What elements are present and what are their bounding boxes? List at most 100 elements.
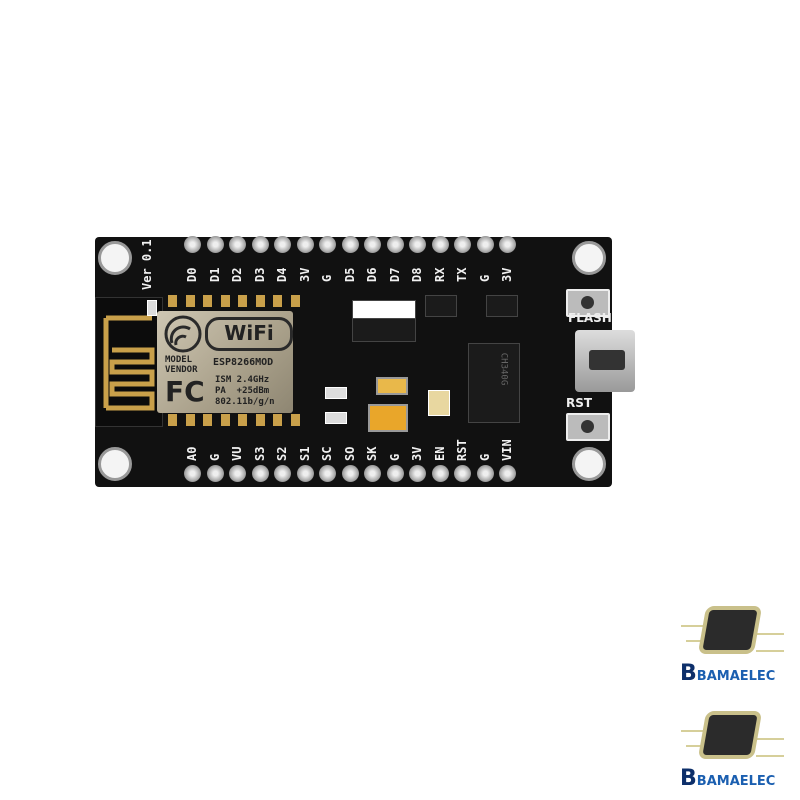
header-pin (454, 465, 471, 482)
pin-label-rst: RST (455, 439, 469, 461)
mounting-hole (572, 241, 606, 275)
brand-text: BAMAELEC (696, 774, 776, 789)
header-pin (319, 236, 336, 253)
pin-label-tx: TX (455, 267, 469, 282)
micro-usb-port (575, 330, 635, 392)
header-pin (229, 465, 246, 482)
flash-label: FLASH (568, 311, 612, 325)
pin-label-g: G (387, 453, 402, 461)
header-pin (274, 465, 291, 482)
chip-icon (702, 610, 758, 650)
reset-button[interactable] (566, 413, 610, 441)
header-pin (251, 236, 269, 253)
pin-label-3v: 3V (410, 446, 424, 461)
resistor (325, 387, 347, 399)
pin-label-d1: D1 (207, 267, 222, 282)
watermark-logo: BBAMAELEC (676, 595, 790, 690)
brand-text: BAMAELEC (696, 669, 776, 684)
pin-label-d0: D0 (185, 267, 199, 282)
header-pin (431, 465, 449, 482)
header-pin (184, 465, 201, 482)
header-pin (499, 465, 516, 482)
header-pin (409, 236, 426, 253)
pin-label-rx: RX (432, 267, 447, 282)
module-pad (273, 295, 282, 307)
header-pin (431, 236, 449, 253)
header-pin (409, 465, 426, 482)
pin-label-3v: 3V (500, 267, 514, 282)
pin-label-d5: D5 (342, 267, 357, 282)
tantalum-capacitor (376, 377, 408, 395)
header-pin (251, 465, 269, 482)
module-pad (168, 414, 177, 426)
spec-standard: 802.11b/g/n (215, 397, 275, 407)
pin-label-en: EN (432, 446, 447, 461)
header-pin (499, 236, 516, 253)
pin-label-d6: D6 (365, 267, 379, 282)
pin-label-d7: D7 (387, 267, 402, 282)
module-pad (238, 295, 247, 307)
module-pad (220, 414, 230, 426)
pin-label-d2: D2 (230, 267, 244, 282)
watermark-logo: BBAMAELEC (676, 700, 790, 795)
chip-label: CH340G (498, 352, 509, 386)
mounting-hole (98, 241, 132, 275)
version-label: Ver 0.1 (140, 239, 154, 290)
header-pin (206, 236, 224, 253)
header-pin (184, 236, 201, 253)
spec-power: PA +25dBm (215, 386, 270, 396)
led (147, 300, 157, 316)
pin-label-g: G (477, 453, 492, 461)
rst-label: RST (566, 396, 593, 410)
pin-label-d3: D3 (252, 267, 267, 282)
header-pin (386, 465, 404, 482)
pin-label-s3: S3 (252, 446, 267, 461)
header-pin (341, 236, 359, 253)
module-pad (168, 295, 177, 307)
crystal (428, 390, 450, 416)
pin-label-vu: VU (230, 446, 244, 461)
pcb-antenna (95, 297, 163, 427)
module-pad (290, 295, 300, 307)
pin-label-d8: D8 (410, 267, 424, 282)
pin-label-3v: 3V (297, 267, 312, 282)
module-pad (273, 414, 282, 426)
usb-serial-chip: CH340G (468, 343, 520, 423)
pin-label-g: G (320, 274, 334, 282)
transistor (486, 295, 518, 317)
espressif-logo-icon (164, 315, 202, 353)
transistor (425, 295, 457, 317)
flash-button[interactable] (566, 289, 610, 317)
tantalum-capacitor (368, 404, 408, 432)
module-pad (203, 414, 212, 426)
header-pin (454, 236, 471, 253)
module-pad (185, 295, 195, 307)
model-label: MODEL (165, 355, 193, 365)
mounting-hole (572, 447, 606, 481)
wifi-logo: WiFi (205, 317, 293, 351)
pin-label-so: SO (342, 446, 357, 461)
header-pin (364, 236, 381, 253)
header-pin (476, 236, 494, 253)
regulator-body (352, 318, 416, 342)
module-pad (220, 295, 230, 307)
chip-icon (702, 715, 758, 755)
module-pad (185, 414, 195, 426)
header-pin (364, 465, 381, 482)
module-pad (255, 414, 265, 426)
vendor-label: VENDOR (165, 365, 198, 375)
pin-label-d4: D4 (275, 267, 289, 282)
header-pin (206, 465, 224, 482)
header-pin (229, 236, 246, 253)
module-pad (238, 414, 247, 426)
model-name: ESP8266MOD (213, 357, 274, 368)
header-pin (386, 236, 404, 253)
header-pin (341, 465, 359, 482)
module-pad (255, 295, 265, 307)
pin-label-s1: S1 (297, 446, 312, 461)
header-pin (319, 465, 336, 482)
esp8266-module: WiFi MODEL VENDOR ESP8266MOD FC ISM 2.4G… (157, 311, 293, 413)
header-pin (296, 236, 314, 253)
spec-frequency: ISM 2.4GHz (215, 375, 270, 385)
header-pin (296, 465, 314, 482)
